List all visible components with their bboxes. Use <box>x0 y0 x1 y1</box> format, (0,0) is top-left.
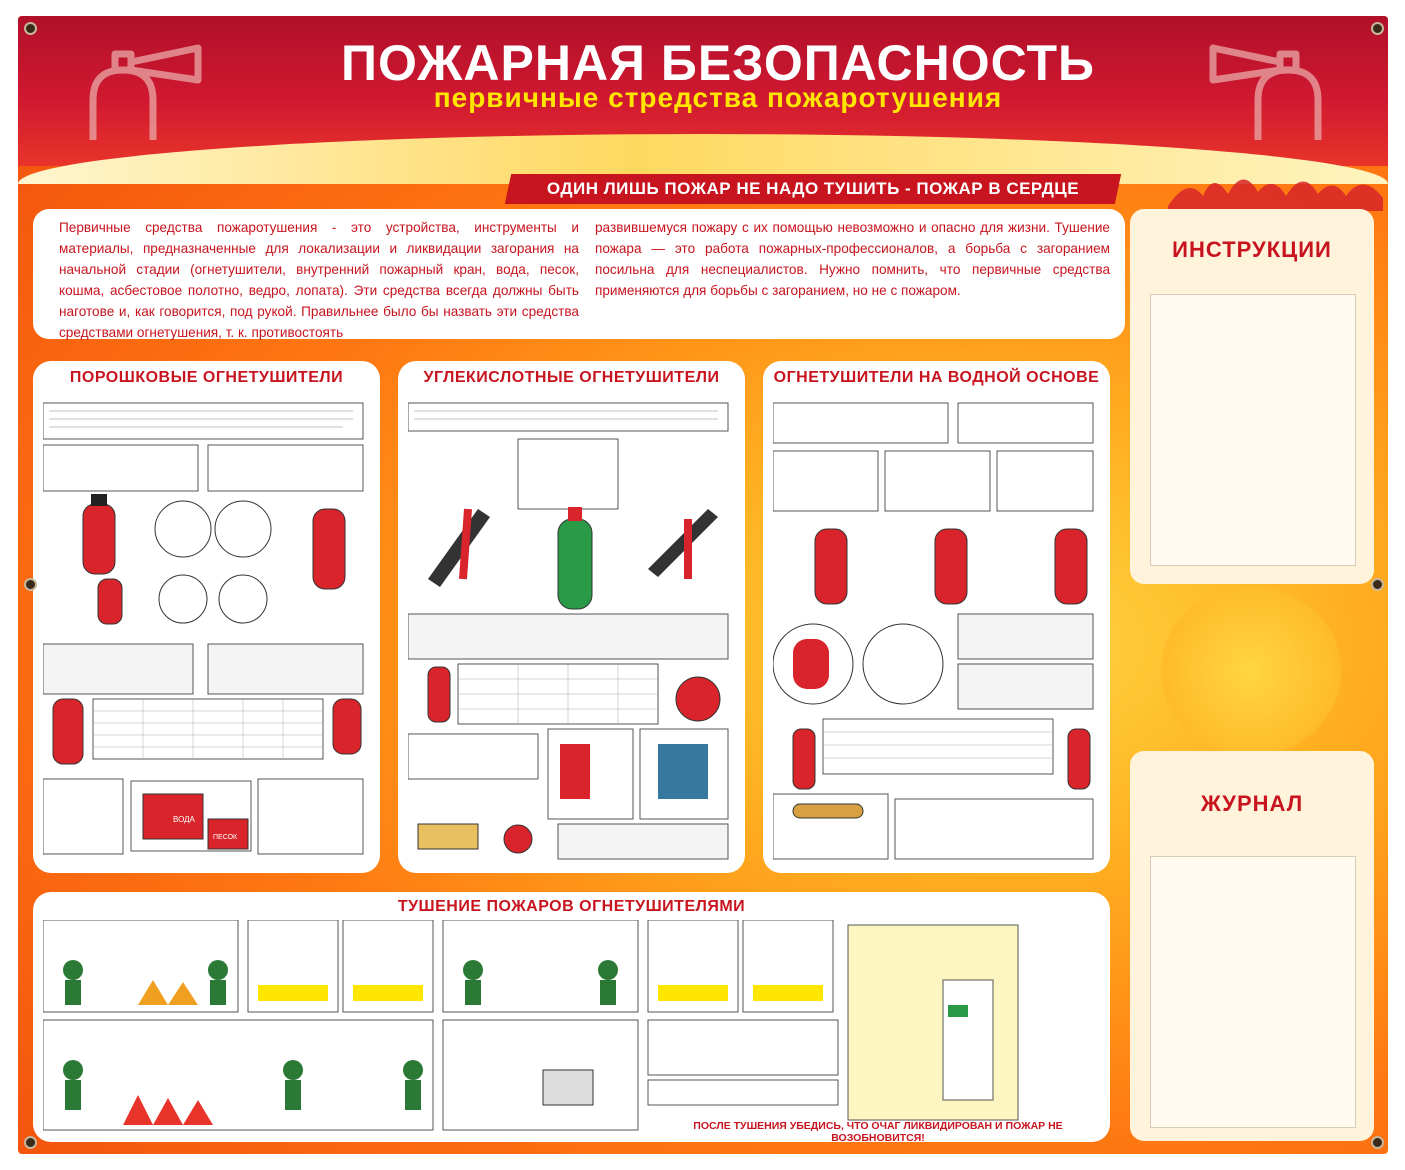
panel-co2-extinguishers: УГЛЕКИСЛОТНЫЕ ОГНЕТУШИТЕЛИ <box>398 361 745 873</box>
grommet <box>1371 22 1384 35</box>
fire-extinguisher-outline-icon-right <box>1209 44 1322 140</box>
action-sequence-images <box>43 643 364 695</box>
flame-decoration-icon <box>1168 179 1383 211</box>
panel-title-water: ОГНЕТУШИТЕЛИ НА ВОДНОЙ ОСНОВЕ <box>773 369 1100 386</box>
instructions-title: ИНСТРУКЦИИ <box>1172 237 1332 262</box>
extinguisher-drawings <box>82 494 346 625</box>
slogan-banner: ОДИН ЛИШЬ ПОЖАР НЕ НАДО ТУШИТЬ - ПОЖАР В… <box>504 174 1122 204</box>
panel-title-powder: ПОРОШКОВЫЕ ОГНЕТУШИТЕЛИ <box>69 369 344 386</box>
grommet <box>1371 578 1384 591</box>
panel-powder-extinguishers: ПОРОШКОВЫЕ ОГНЕТУШИТЕЛИ <box>33 361 380 873</box>
powder-extinguisher-diagrams: ВОДА ПЕСОК <box>43 402 364 855</box>
panel-title-extinguishing: ТУШЕНИЕ ПОЖАРОВ ОГНЕТУШИТЕЛЯМИ <box>397 898 746 915</box>
header-banner: ПОЖАРНАЯ БЕЗОПАСНОСТЬ первичные стредств… <box>18 16 1388 184</box>
co2-extinguisher-diagrams <box>408 402 729 860</box>
page-title: ПОЖАРНАЯ БЕЗОПАСНОСТЬ <box>341 35 1095 91</box>
instructions-sheet-holder <box>1150 294 1356 566</box>
journal-pocket: ЖУРНАЛ <box>1130 751 1374 1141</box>
journal-title: ЖУРНАЛ <box>1200 791 1304 816</box>
instructions-pocket: ИНСТРУКЦИИ <box>1130 209 1374 584</box>
extinguishing-scenes <box>43 920 1103 1131</box>
final-warning-text: ПОСЛЕ ТУШЕНИЯ УБЕДИСЬ, ЧТО ОЧАГ ЛИКВИДИР… <box>693 1120 1063 1142</box>
grommet <box>24 22 37 35</box>
panel-water-extinguishers: ОГНЕТУШИТЕЛИ НА ВОДНОЙ ОСНОВЕ <box>763 361 1110 873</box>
sand-sign-label: ПЕСОК <box>213 834 238 841</box>
page-subtitle: первичные стредства пожаротушения <box>433 82 1003 113</box>
grommet <box>24 1136 37 1149</box>
intro-text-block: Первичные средства пожаротушения - это у… <box>33 209 1125 340</box>
grommet <box>1371 1136 1384 1149</box>
water-sign-label: ВОДА <box>173 815 196 824</box>
panel-title-co2: УГЛЕКИСЛОТНЫЕ ОГНЕТУШИТЕЛИ <box>423 369 720 386</box>
decorative-sun-circle <box>1161 586 1341 756</box>
water-extinguisher-diagrams <box>773 402 1094 860</box>
journal-holder <box>1150 856 1356 1128</box>
intro-text-right: развившемуся пожару с их помощью невозмо… <box>595 220 1110 298</box>
slogan-text: ОДИН ЛИШЬ ПОЖАР НЕ НАДО ТУШИТЬ - ПОЖАР В… <box>546 179 1080 198</box>
poster-board: ПОЖАРНАЯ БЕЗОПАСНОСТЬ первичные стредств… <box>18 16 1388 1154</box>
intro-text-left: Первичные средства пожаротушения - это у… <box>59 220 579 340</box>
fire-extinguisher-outline-icon <box>89 44 202 140</box>
grommet <box>24 578 37 591</box>
panel-extinguishing-fires: ТУШЕНИЕ ПОЖАРОВ ОГНЕТУШИТЕЛЯМИ <box>33 892 1110 1142</box>
